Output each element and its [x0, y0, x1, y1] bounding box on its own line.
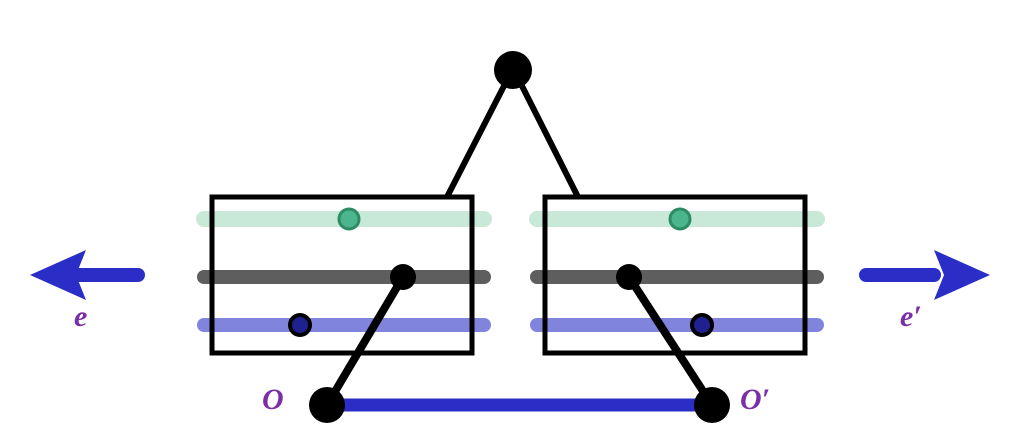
right-direction-arrow	[859, 250, 990, 300]
left-gray-bar-node	[390, 264, 416, 290]
left-measurement-box	[209, 194, 475, 356]
edge-left-observer-to-gray	[323, 274, 407, 408]
right-green-marker	[668, 207, 692, 231]
left-arrow-label: e	[74, 300, 88, 333]
edge-right-observer-to-gray	[625, 274, 716, 408]
left-navy-marker	[288, 313, 312, 337]
arrow-layer	[30, 250, 990, 300]
left-green-marker	[337, 207, 361, 231]
source-node	[494, 51, 532, 89]
edge-layer	[323, 82, 716, 408]
left-arrow-head	[30, 250, 86, 300]
right-arrow-label: e′	[900, 300, 922, 333]
right-observer-label: O′	[740, 383, 771, 416]
right-arrow-head	[934, 250, 990, 300]
marker-layer	[288, 207, 714, 337]
left-direction-arrow	[30, 250, 145, 300]
edge-source-to-left-box	[444, 82, 508, 199]
node-layer	[309, 51, 730, 423]
right-navy-marker	[690, 313, 714, 337]
left-observer-label: O	[262, 383, 284, 416]
edge-source-to-right-box	[518, 82, 581, 199]
right-gray-bar-node	[616, 264, 642, 290]
left-observer-node	[309, 387, 345, 423]
track-layer	[196, 211, 825, 332]
right-observer-node	[694, 387, 730, 423]
